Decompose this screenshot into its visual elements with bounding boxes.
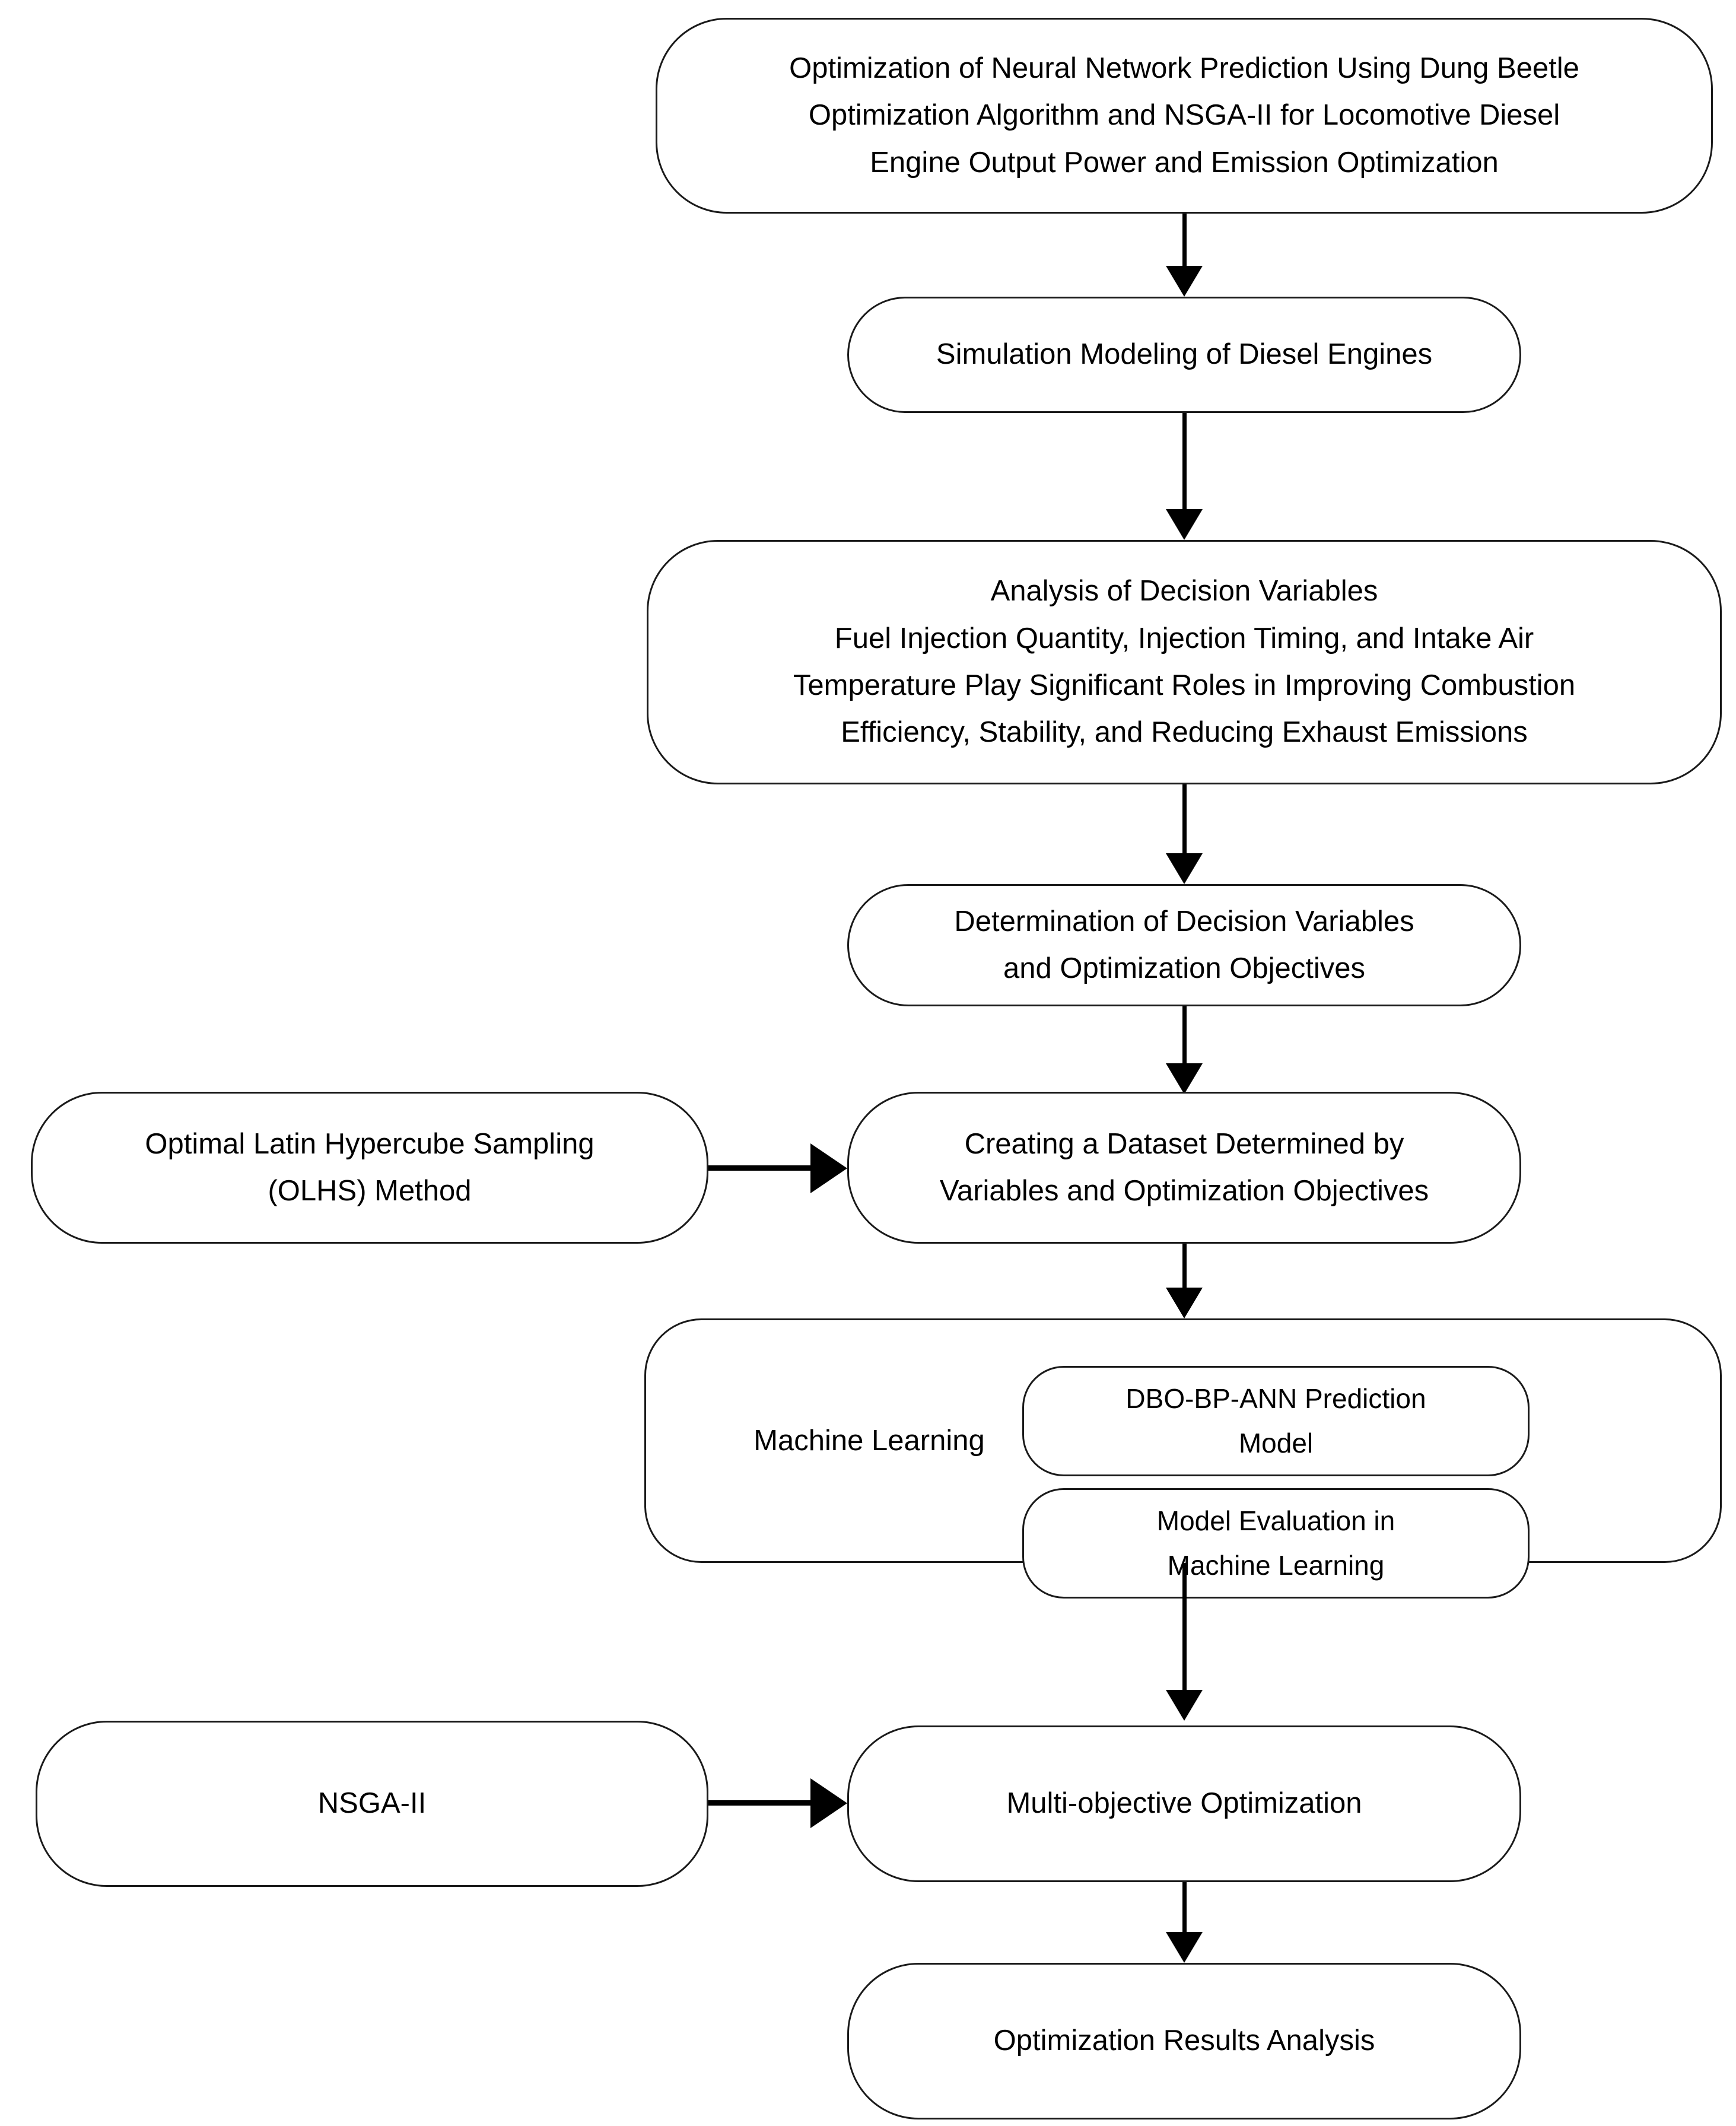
node-creating-a-dataset: Creating a Dataset Determined by Variabl… xyxy=(847,1092,1521,1244)
node-title: Optimization of Neural Network Predictio… xyxy=(656,18,1713,214)
connector-machine-learning-to-multi-objective xyxy=(1182,1563,1187,1692)
arrowhead-simulation-to-analysis xyxy=(1166,509,1203,540)
arrowhead-machine-learning-to-multi-objective xyxy=(1166,1690,1203,1721)
node-optimal-latin-hypercube-sampling-label: Optimal Latin Hypercube Sampling (OLHS) … xyxy=(145,1127,594,1207)
node-optimization-results-analysis: Optimization Results Analysis xyxy=(847,1963,1521,2119)
node-model-evaluation-in-machine-learning-label: Model Evaluation in Machine Learning xyxy=(1156,1505,1395,1581)
connector-simulation-to-analysis xyxy=(1182,413,1187,511)
node-nsga-ii: NSGA-II xyxy=(36,1721,708,1887)
arrowhead-dataset-to-machine-learning xyxy=(1166,1288,1203,1318)
node-title-label: Optimization of Neural Network Predictio… xyxy=(789,52,1579,179)
node-simulation-modeling-label: Simulation Modeling of Diesel Engines xyxy=(936,338,1433,371)
node-dbo-bp-ann-prediction-model: DBO-BP-ANN Prediction Model xyxy=(1022,1366,1530,1476)
node-dbo-bp-ann-prediction-model-label: DBO-BP-ANN Prediction Model xyxy=(1125,1383,1426,1458)
arrowhead-olhs-to-dataset xyxy=(810,1143,847,1193)
node-optimal-latin-hypercube-sampling: Optimal Latin Hypercube Sampling (OLHS) … xyxy=(31,1092,708,1244)
connector-dataset-to-machine-learning xyxy=(1182,1244,1187,1290)
node-analysis-of-decision-variables: Analysis of Decision Variables Fuel Inje… xyxy=(647,540,1722,784)
node-determination-of-decision-variables: Determination of Decision Variables and … xyxy=(847,884,1521,1006)
node-creating-a-dataset-label: Creating a Dataset Determined by Variabl… xyxy=(939,1127,1429,1207)
connector-analysis-to-determination xyxy=(1182,784,1187,856)
node-multi-objective-optimization: Multi-objective Optimization xyxy=(847,1725,1521,1882)
arrowhead-determination-to-dataset xyxy=(1166,1063,1203,1094)
node-simulation-modeling: Simulation Modeling of Diesel Engines xyxy=(847,297,1521,413)
node-nsga-ii-label: NSGA-II xyxy=(317,1787,427,1820)
connector-determination-to-dataset xyxy=(1182,1006,1187,1066)
node-optimization-results-analysis-label: Optimization Results Analysis xyxy=(993,2025,1375,2057)
node-analysis-of-decision-variables-label: Analysis of Decision Variables Fuel Inje… xyxy=(793,575,1576,749)
arrowhead-title-to-simulation xyxy=(1166,266,1203,297)
arrowhead-analysis-to-determination xyxy=(1166,853,1203,884)
node-model-evaluation-in-machine-learning: Model Evaluation in Machine Learning xyxy=(1022,1488,1530,1599)
connector-multi-objective-to-results xyxy=(1182,1882,1187,1934)
node-machine-learning-label: Machine Learning xyxy=(753,1425,985,1457)
node-determination-of-decision-variables-label: Determination of Decision Variables and … xyxy=(954,905,1414,984)
arrowhead-multi-objective-to-results xyxy=(1166,1932,1203,1963)
connector-olhs-to-dataset xyxy=(708,1165,814,1171)
connector-nsga-to-multi-objective xyxy=(708,1800,814,1806)
node-multi-objective-optimization-label: Multi-objective Optimization xyxy=(1006,1787,1362,1820)
arrowhead-nsga-to-multi-objective xyxy=(810,1778,847,1828)
connector-title-to-simulation xyxy=(1182,214,1187,268)
